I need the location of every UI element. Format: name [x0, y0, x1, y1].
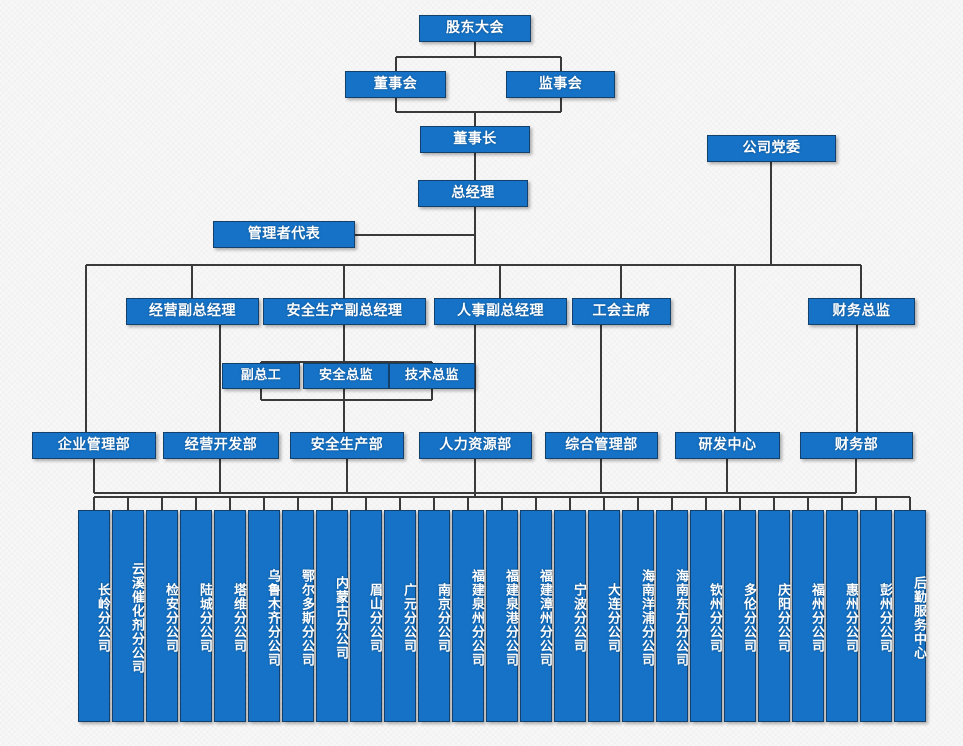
node-vice-president-1[interactable]: 安全生产副总经理: [263, 298, 426, 325]
node-board-of-supervisors[interactable]: 监事会: [506, 71, 615, 98]
node-branch-company-4[interactable]: 塔维分公司: [214, 510, 246, 722]
node-label: 安全总监: [318, 367, 373, 383]
node-branch-company-22[interactable]: 惠州分公司: [826, 510, 858, 722]
node-label: 福州分公司: [809, 583, 824, 653]
node-shareholders-assembly[interactable]: 股东大会: [419, 15, 531, 42]
node-label: 宁波分公司: [571, 583, 586, 653]
node-department-2[interactable]: 安全生产部: [290, 432, 404, 459]
node-branch-company-5[interactable]: 乌鲁木齐分公司: [248, 510, 280, 722]
node-label: 内蒙古分公司: [333, 576, 348, 660]
node-general-manager[interactable]: 总经理: [418, 180, 528, 207]
node-vice-president-0[interactable]: 经营副总经理: [126, 298, 259, 325]
node-label: 技术总监: [404, 367, 459, 383]
node-label: 广元分公司: [401, 583, 416, 653]
node-branch-company-23[interactable]: 彭州分公司: [860, 510, 892, 722]
node-branch-company-15[interactable]: 大连分公司: [588, 510, 620, 722]
node-chief-officer-0[interactable]: 副总工: [222, 363, 300, 389]
node-label: 研发中心: [698, 436, 757, 453]
node-chief-officer-2[interactable]: 技术总监: [389, 363, 475, 389]
node-vice-president-2[interactable]: 人事副总经理: [434, 298, 567, 325]
node-branch-company-3[interactable]: 陆城分公司: [180, 510, 212, 722]
node-label: 福建泉州分公司: [469, 569, 484, 667]
node-label: 云溪催化剂分公司: [129, 562, 144, 674]
node-branch-company-7[interactable]: 内蒙古分公司: [316, 510, 348, 722]
node-label: 彭州分公司: [877, 583, 892, 653]
node-department-4[interactable]: 综合管理部: [545, 432, 658, 459]
node-board-of-directors[interactable]: 董事会: [345, 71, 446, 98]
node-label: 长岭分公司: [95, 583, 110, 653]
node-label: 惠州分公司: [843, 583, 858, 653]
node-party-committee[interactable]: 公司党委: [707, 135, 836, 162]
node-branch-company-0[interactable]: 长岭分公司: [78, 510, 110, 722]
node-branch-company-24[interactable]: 后勤服务中心: [894, 510, 926, 722]
node-branch-company-2[interactable]: 检安分公司: [146, 510, 178, 722]
node-vice-president-3[interactable]: 工会主席: [572, 298, 671, 325]
node-branch-company-20[interactable]: 庆阳分公司: [758, 510, 790, 722]
node-label: 人事副总经理: [457, 302, 544, 319]
node-label: 乌鲁木齐分公司: [265, 569, 280, 667]
node-branch-company-21[interactable]: 福州分公司: [792, 510, 824, 722]
node-branch-company-17[interactable]: 海南东方分公司: [656, 510, 688, 722]
node-branch-company-6[interactable]: 鄂尔多斯分公司: [282, 510, 314, 722]
node-branch-company-10[interactable]: 南京分公司: [418, 510, 450, 722]
node-label: 安全生产部: [310, 436, 384, 453]
node-label: 海南洋浦分公司: [639, 569, 654, 667]
node-label: 钦州分公司: [707, 583, 722, 653]
node-branch-company-8[interactable]: 眉山分公司: [350, 510, 382, 722]
node-department-5[interactable]: 研发中心: [675, 432, 780, 459]
node-branch-company-12[interactable]: 福建泉港分公司: [486, 510, 518, 722]
node-branch-company-19[interactable]: 多伦分公司: [724, 510, 756, 722]
node-label: 检安分公司: [163, 583, 178, 653]
node-label: 海南东方分公司: [673, 569, 688, 667]
node-department-0[interactable]: 企业管理部: [32, 432, 156, 459]
node-label: 人力资源部: [439, 436, 512, 453]
node-branch-company-1[interactable]: 云溪催化剂分公司: [112, 510, 144, 722]
node-label: 财务部: [834, 436, 879, 453]
node-label: 多伦分公司: [741, 583, 756, 653]
node-branch-company-13[interactable]: 福建漳州分公司: [520, 510, 552, 722]
node-branch-company-9[interactable]: 广元分公司: [384, 510, 416, 722]
node-label: 综合管理部: [565, 436, 638, 453]
node-label: 眉山分公司: [367, 583, 382, 653]
node-label: 陆城分公司: [197, 583, 212, 653]
node-label: 塔维分公司: [231, 583, 246, 653]
node-label: 副总工: [240, 367, 282, 383]
node-department-1[interactable]: 经营开发部: [163, 432, 279, 459]
node-label: 财务总监: [832, 302, 891, 319]
node-label: 庆阳分公司: [775, 583, 790, 653]
node-label: 南京分公司: [435, 583, 450, 653]
node-label: 经营副总经理: [149, 302, 236, 319]
node-label: 福建泉港分公司: [503, 569, 518, 667]
node-branch-company-11[interactable]: 福建泉州分公司: [452, 510, 484, 722]
node-management-representative[interactable]: 管理者代表: [213, 221, 355, 248]
node-label: 经营开发部: [184, 436, 258, 453]
node-label: 工会主席: [592, 302, 651, 319]
node-department-3[interactable]: 人力资源部: [419, 432, 532, 459]
node-label: 后勤服务中心: [911, 576, 926, 660]
node-chief-officer-1[interactable]: 安全总监: [303, 363, 389, 389]
node-department-6[interactable]: 财务部: [800, 432, 913, 459]
node-branch-company-18[interactable]: 钦州分公司: [690, 510, 722, 722]
node-label: 福建漳州分公司: [537, 569, 552, 667]
node-label: 大连分公司: [605, 583, 620, 653]
node-label: 企业管理部: [57, 436, 131, 453]
node-chairman[interactable]: 董事长: [420, 126, 530, 153]
node-label: 安全生产副总经理: [286, 302, 403, 319]
node-branch-company-14[interactable]: 宁波分公司: [554, 510, 586, 722]
node-branch-company-16[interactable]: 海南洋浦分公司: [622, 510, 654, 722]
node-label: 鄂尔多斯分公司: [299, 569, 314, 667]
node-vice-president-4[interactable]: 财务总监: [808, 298, 915, 325]
